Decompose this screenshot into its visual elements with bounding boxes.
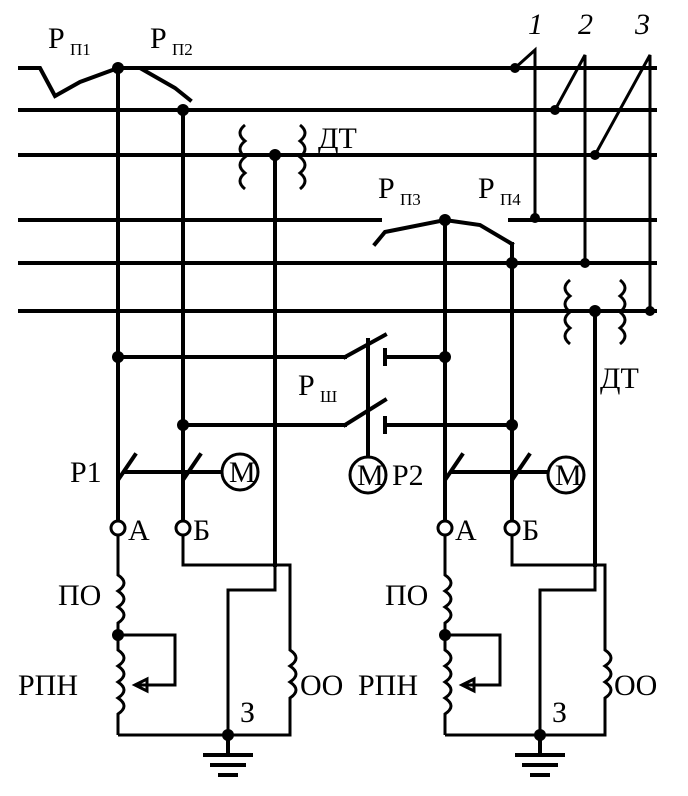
motor-right-label: M xyxy=(555,459,582,492)
dot xyxy=(506,419,518,431)
dt-top-label: ДТ xyxy=(318,122,357,155)
po-coil-left xyxy=(115,535,126,635)
terminal-b-left-label: Б xyxy=(193,514,210,547)
rp4-label: Р xyxy=(478,172,495,205)
motor-left-label: M xyxy=(229,456,256,489)
terminal-b-right-label: Б xyxy=(522,514,539,547)
po-right-label: ПО xyxy=(385,579,428,612)
motor-center xyxy=(348,455,388,495)
rpn-tap-right xyxy=(445,633,502,687)
motor-left xyxy=(220,452,260,492)
motor-right xyxy=(546,455,586,495)
oo-left-label: ОО xyxy=(300,669,343,702)
rp1-sub: П1 xyxy=(70,40,91,59)
phase3-label: 3 xyxy=(634,8,650,41)
rsh-sub: Ш xyxy=(320,387,337,406)
r1-contact-a xyxy=(116,452,138,527)
dot xyxy=(534,729,546,741)
motor-center-label: M xyxy=(357,459,384,492)
dot xyxy=(177,419,189,431)
r2-contact-b xyxy=(510,452,532,527)
dot xyxy=(530,213,540,223)
phase1-leader xyxy=(513,46,537,218)
po-coil-right xyxy=(442,535,453,635)
left-b-loop xyxy=(181,535,275,567)
rsh-switch xyxy=(342,332,514,495)
dt-right-coil xyxy=(297,123,307,191)
dot xyxy=(645,306,655,316)
bus1-switch-rp1-rp2 xyxy=(18,66,193,103)
bus-lines xyxy=(18,66,657,313)
terminal-a-right-label: А xyxy=(455,514,477,547)
r2-contact-a xyxy=(443,452,465,527)
dot xyxy=(439,629,451,641)
dot xyxy=(510,63,520,73)
dot xyxy=(550,105,560,115)
oo-coil-left xyxy=(118,563,298,737)
r1-contact-b xyxy=(181,452,203,527)
dot xyxy=(580,258,590,268)
terminal-b-right xyxy=(503,519,521,537)
z-left-line xyxy=(226,565,277,735)
phase2-leader xyxy=(553,54,587,263)
z-right-label: З xyxy=(552,696,567,729)
dot xyxy=(439,214,451,226)
dot xyxy=(222,729,234,741)
dot xyxy=(439,351,451,363)
dot xyxy=(506,257,518,269)
phase3-leader xyxy=(593,54,652,311)
dt-left-coil xyxy=(238,123,248,191)
left-section xyxy=(109,66,347,777)
rp4-sub: П4 xyxy=(500,190,521,209)
dot xyxy=(112,62,124,74)
dt2-right-coil xyxy=(617,278,627,346)
terminal-a-left xyxy=(109,519,127,537)
phase2-label: 2 xyxy=(578,8,593,41)
rsh-label: Р xyxy=(298,369,315,402)
rpn-arrow-right xyxy=(458,676,476,694)
r2-label: Р2 xyxy=(392,459,424,492)
dot xyxy=(269,149,281,161)
r1-label: Р1 xyxy=(70,456,102,489)
labels: Р П1 Р П2 Р П3 Р П4 Р Ш ДТ ДТ 1 2 3 Р1 Р… xyxy=(18,8,657,729)
rsh-lower-blade xyxy=(342,397,388,428)
oo-coil-right xyxy=(445,563,613,737)
po-left-label: ПО xyxy=(58,579,101,612)
terminal-a-right xyxy=(436,519,454,537)
z-right-line xyxy=(538,565,597,735)
rpn-tap-left xyxy=(118,633,177,687)
rpn-right-label: РПН xyxy=(358,669,418,702)
oo-right-label: ОО xyxy=(614,669,657,702)
junction-dots xyxy=(112,62,655,741)
rp3-label: Р xyxy=(378,172,395,205)
dt-bottom-label: ДТ xyxy=(600,362,639,395)
dot xyxy=(112,351,124,363)
phase1-label: 1 xyxy=(528,8,543,41)
rp2-label: Р xyxy=(150,22,167,55)
rpn-coil-right xyxy=(442,635,453,735)
dot xyxy=(590,150,600,160)
phase-leaders xyxy=(513,46,652,311)
z-left-label: З xyxy=(240,696,255,729)
rpn-left-label: РПН xyxy=(18,669,78,702)
rsh-upper-blade xyxy=(342,332,388,360)
dot xyxy=(177,104,189,116)
dot xyxy=(589,305,601,317)
rp1-label: Р xyxy=(48,22,65,55)
terminal-b-left xyxy=(174,519,192,537)
terminal-a-left-label: А xyxy=(128,514,150,547)
right-b-loop xyxy=(510,535,595,567)
rpn-coil-left xyxy=(115,635,126,735)
dot xyxy=(112,629,124,641)
dt2-left-coil xyxy=(563,278,573,346)
right-section xyxy=(436,218,627,777)
rp2-sub: П2 xyxy=(172,40,193,59)
rp3-sub: П3 xyxy=(400,190,421,209)
rpn-arrow-left xyxy=(131,676,149,694)
